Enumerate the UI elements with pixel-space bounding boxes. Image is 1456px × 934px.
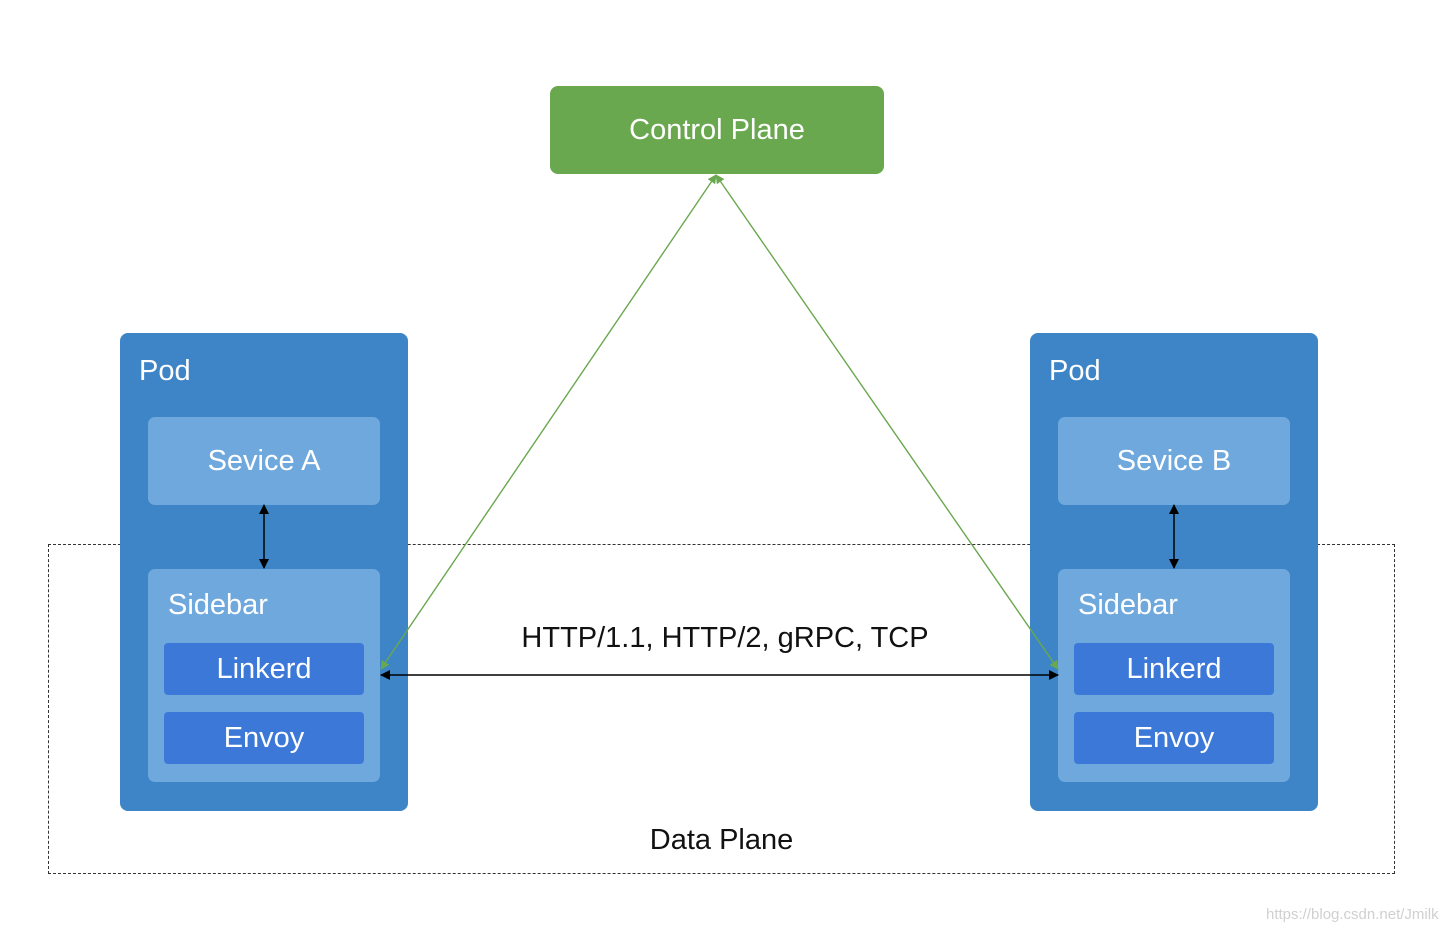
service-b-node: Sevice B bbox=[1058, 417, 1290, 505]
pod-label: Pod bbox=[139, 355, 191, 387]
sidebar-b: Sidebar Linkerd Envoy bbox=[1058, 569, 1290, 782]
envoy-node: Envoy bbox=[1074, 712, 1274, 764]
control-plane-label: Control Plane bbox=[629, 113, 805, 146]
linkerd-node: Linkerd bbox=[1074, 643, 1274, 695]
service-b-label: Sevice B bbox=[1116, 444, 1232, 477]
data-plane-label: Data Plane bbox=[649, 824, 794, 856]
pod-b: Pod Sevice B Sidebar Linkerd Envoy bbox=[1030, 333, 1318, 811]
envoy-label: Envoy bbox=[223, 721, 305, 754]
linkerd-label: Linkerd bbox=[216, 652, 312, 685]
watermark-text: https://blog.csdn.net/Jmilk bbox=[1266, 906, 1439, 923]
sidebar-a: Sidebar Linkerd Envoy bbox=[148, 569, 380, 782]
control-plane-node: Control Plane bbox=[550, 86, 884, 174]
envoy-label: Envoy bbox=[1133, 721, 1215, 754]
service-a-label: Sevice A bbox=[207, 444, 321, 477]
sidebar-label: Sidebar bbox=[1078, 589, 1178, 621]
pod-a: Pod Sevice A Sidebar Linkerd Envoy bbox=[120, 333, 408, 811]
service-a-node: Sevice A bbox=[148, 417, 380, 505]
protocol-label: HTTP/1.1, HTTP/2, gRPC, TCP bbox=[521, 622, 929, 654]
sidebar-label: Sidebar bbox=[168, 589, 268, 621]
envoy-node: Envoy bbox=[164, 712, 364, 764]
linkerd-node: Linkerd bbox=[164, 643, 364, 695]
control-link-a-arrow bbox=[380, 174, 717, 670]
linkerd-label: Linkerd bbox=[1126, 652, 1222, 685]
control-link-b-arrow bbox=[715, 174, 1059, 670]
